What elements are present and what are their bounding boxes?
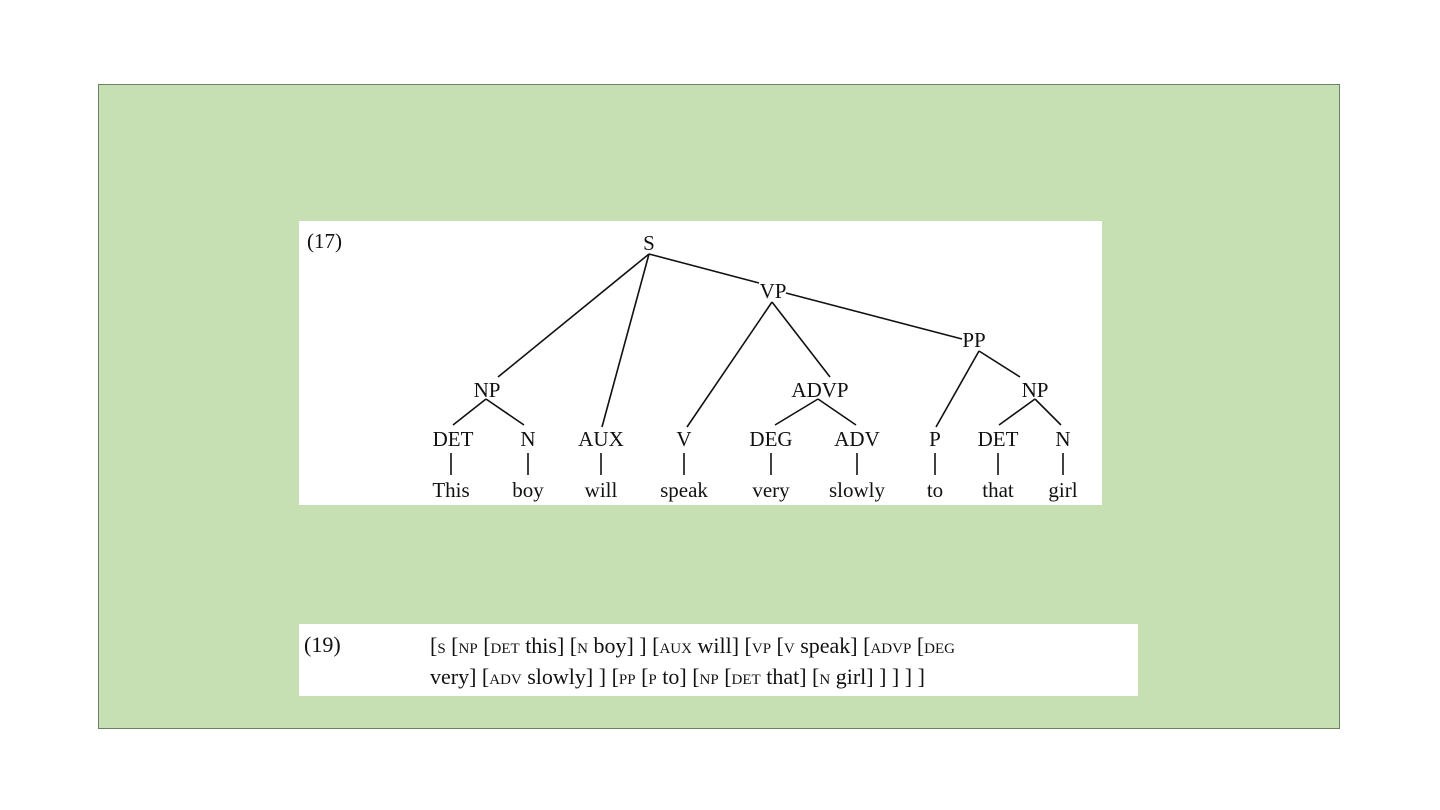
- edge-vp-advp: [771, 301, 831, 378]
- edge-vp-v: [686, 301, 773, 428]
- category-subscript: ADVP: [870, 641, 912, 657]
- bracket-text: [: [635, 664, 649, 689]
- tree-nodes: S VP PP NP ADVP NP DET N AUX V DEG ADV P…: [433, 231, 1071, 451]
- node-s: S: [643, 231, 655, 255]
- bracket-text: [: [718, 664, 732, 689]
- edge-vp-pp: [785, 292, 963, 340]
- word-to: to: [927, 478, 943, 502]
- category-subscript: N: [819, 672, 831, 688]
- word-boy: boy: [512, 478, 544, 502]
- example-number-19: (19): [304, 632, 341, 657]
- example-number-17: (17): [307, 229, 342, 253]
- bracket-notation-19: (19) [S [NP [DET this] [N boy] ] [AUX wi…: [299, 624, 1138, 696]
- tree-svg: S VP PP NP ADVP NP DET N AUX V DEG ADV P…: [432, 231, 1077, 502]
- bracket-text: [: [430, 633, 438, 658]
- edge-s-np: [497, 253, 650, 378]
- node-deg: DEG: [749, 427, 792, 451]
- word-slowly: slowly: [829, 478, 886, 502]
- edge-s-aux: [601, 253, 650, 428]
- node-det: DET: [433, 427, 474, 451]
- category-subscript: AUX: [659, 641, 692, 657]
- word-very: very: [752, 478, 790, 502]
- node-vp: VP: [760, 279, 787, 303]
- category-subscript: N: [577, 641, 588, 657]
- edge-np-det: [452, 398, 487, 426]
- category-subscript: NP: [458, 641, 478, 657]
- node-aux: AUX: [578, 427, 624, 451]
- category-subscript: P: [648, 672, 657, 688]
- word-this: This: [432, 478, 469, 502]
- category-subscript: S: [437, 641, 446, 657]
- node-p: P: [929, 427, 941, 451]
- node-pp: PP: [962, 328, 985, 352]
- bracket-text: [: [911, 633, 925, 658]
- tree-diagram-17: S VP PP NP ADVP NP DET N AUX V DEG ADV P…: [299, 221, 1102, 505]
- bracket-text: boy] ] [: [587, 633, 660, 658]
- word-speak: speak: [660, 478, 708, 502]
- bracket-text: [: [771, 633, 784, 658]
- category-subscript: ADV: [489, 672, 522, 688]
- word-girl: girl: [1048, 478, 1077, 502]
- category-subscript: DET: [731, 672, 761, 688]
- node-v: V: [676, 427, 691, 451]
- category-subscript: V: [783, 641, 795, 657]
- node-adv: ADV: [834, 427, 880, 451]
- edge-s-vp: [648, 253, 760, 284]
- edge-pp-p: [935, 350, 980, 428]
- tree-edges: [450, 253, 1064, 475]
- bracket-line-1: [S [NP [DET this] [N boy] ] [AUX will] […: [430, 632, 955, 663]
- category-subscript: DET: [490, 641, 520, 657]
- edge-np2-n: [1034, 398, 1062, 426]
- edge-np-n: [485, 398, 525, 426]
- node-np-object: NP: [1022, 378, 1049, 402]
- bracket-line-2: very] [ADV slowly] ] [PP [P to] [NP [DET…: [430, 663, 955, 694]
- bracket-text: that] [: [760, 664, 820, 689]
- bracket-lines: [S [NP [DET this] [N boy] ] [AUX will] […: [430, 632, 955, 694]
- bracket-text: slowly] ] [: [521, 664, 619, 689]
- node-n-object: N: [1055, 427, 1070, 451]
- node-n: N: [520, 427, 535, 451]
- category-subscript: VP: [751, 641, 772, 657]
- node-advp: ADVP: [791, 378, 848, 402]
- bracket-text: speak] [: [794, 633, 871, 658]
- category-subscript: DEG: [924, 641, 955, 657]
- edge-advp-adv: [817, 398, 857, 426]
- bracket-text: very] [: [430, 664, 490, 689]
- edge-advp-deg: [774, 398, 819, 426]
- tree-words: This boy will speak very slowly to that …: [432, 478, 1077, 502]
- node-det-object: DET: [978, 427, 1019, 451]
- word-that: that: [982, 478, 1014, 502]
- word-will: will: [585, 478, 618, 502]
- category-subscript: PP: [618, 672, 636, 688]
- bracket-text: to] [: [656, 664, 700, 689]
- edge-pp-np: [978, 350, 1021, 378]
- bracket-text: [: [477, 633, 491, 658]
- edge-np2-det: [998, 398, 1036, 426]
- category-subscript: NP: [699, 672, 719, 688]
- bracket-text: [: [445, 633, 459, 658]
- node-np: NP: [474, 378, 501, 402]
- bracket-text: will] [: [691, 633, 752, 658]
- bracket-text: girl] ] ] ] ]: [830, 664, 925, 689]
- bracket-text: this] [: [519, 633, 578, 658]
